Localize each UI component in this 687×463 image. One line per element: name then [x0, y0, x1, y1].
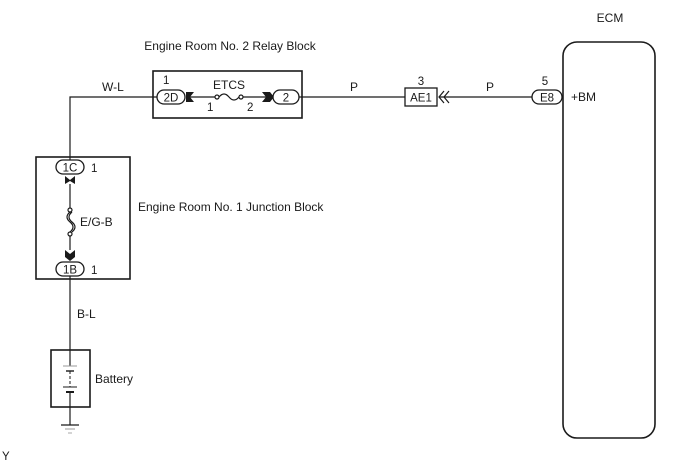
ecm-box	[562, 41, 656, 439]
relay-left-pin: 1	[163, 75, 169, 87]
relay-fuse-pin-right: 2	[247, 102, 253, 114]
battery-label: Battery	[95, 372, 133, 386]
wire-p-2-label: P	[486, 80, 494, 94]
ecm-terminal-label: +BM	[571, 90, 596, 104]
junction-connector-1b-label: 1B	[63, 265, 77, 277]
junction-block-title: Engine Room No. 1 Junction Block	[138, 200, 324, 214]
wire-w-l	[69, 96, 157, 160]
ae1-connector	[404, 87, 438, 107]
battery-icon	[63, 350, 77, 425]
e8-connector	[531, 89, 563, 105]
relay-connector-2-label: 2	[283, 93, 289, 105]
wire-w-l-label: W-L	[102, 80, 124, 94]
corner-mark: Y	[2, 451, 10, 463]
junction-fuse-label: E/G-B	[80, 215, 113, 229]
terminal-arrow-icon	[262, 92, 274, 102]
ecm-title: ECM	[597, 11, 624, 25]
relay-block-box	[152, 70, 303, 119]
junction-connector-1c	[55, 159, 85, 175]
junction-bottom-pin: 1	[91, 265, 97, 277]
etcs-fuse-icon	[214, 93, 244, 101]
relay-fuse-label: ETCS	[213, 78, 245, 92]
junction-top-pin: 1	[91, 163, 97, 175]
wire-b-l-label: B-L	[77, 307, 96, 321]
wire-p-1-label: P	[350, 80, 358, 94]
ae1-connector-label: AE1	[410, 93, 432, 105]
e8-pin: 5	[542, 76, 548, 88]
terminal-arrow-icon	[65, 176, 75, 184]
relay-fuse-pin-left: 1	[207, 102, 213, 114]
ground-icon	[61, 424, 79, 434]
terminal-arrow-icon	[186, 92, 194, 102]
e8-connector-label: E8	[540, 93, 554, 105]
eg-b-fuse-icon	[66, 207, 76, 237]
junction-connector-1c-label: 1C	[63, 163, 78, 175]
ae1-pin: 3	[418, 76, 424, 88]
terminal-arrow-icon	[65, 250, 75, 261]
junction-block-box	[35, 156, 131, 280]
relay-connector-2d-label: 2D	[164, 93, 179, 105]
relay-block-title: Engine Room No. 2 Relay Block	[144, 39, 316, 53]
